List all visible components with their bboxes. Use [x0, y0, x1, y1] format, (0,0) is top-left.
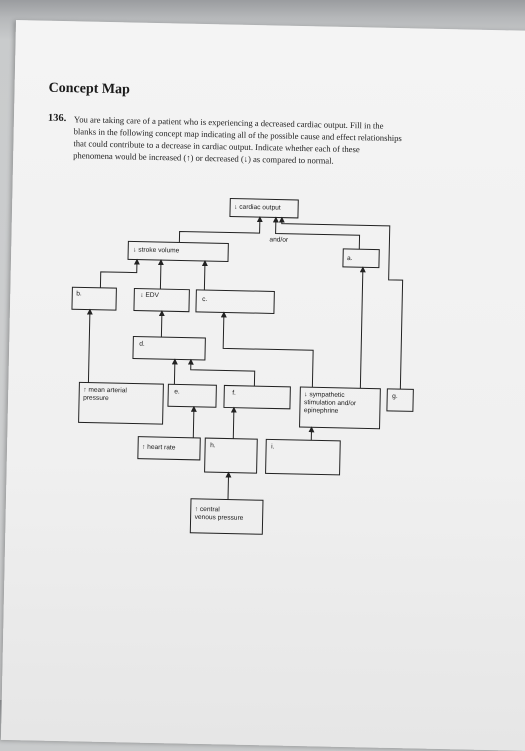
connector-f-d: [190, 360, 255, 386]
blank-h-answer-field[interactable]: [205, 438, 258, 473]
worksheet-page: Concept Map 136. You are taking care of …: [1, 20, 525, 751]
blank-f-answer-field[interactable]: [224, 385, 290, 408]
connector-c-sv: [204, 261, 205, 290]
connector-e-d: [174, 359, 175, 384]
heart-rate-label: ↑ heart rate: [142, 444, 176, 453]
blank-b-answer-field[interactable]: [72, 287, 116, 310]
blank-a-answer-field[interactable]: [343, 249, 379, 268]
connector-map-b: [88, 310, 90, 383]
connector-h-f: [233, 408, 234, 439]
connector-sv-co: [179, 215, 260, 244]
stroke-volume-label: ↓ stroke volume: [133, 247, 179, 256]
connector-symp-a: [360, 267, 363, 388]
connector-cvp-h: [228, 473, 229, 500]
connector-d-edv: [161, 311, 162, 337]
edv-label: ↓ EDV: [140, 292, 159, 300]
connector-b-sv: [100, 259, 137, 289]
connector-g-co: [278, 218, 404, 390]
cardiac-output-label: ↓ cardiac output: [234, 204, 281, 213]
map-label-line-2: pressure: [83, 394, 109, 403]
sympathetic-label-line-3: epinephrine: [304, 407, 339, 416]
blank-d-answer-field[interactable]: [133, 337, 205, 361]
blank-c-answer-field[interactable]: [196, 290, 274, 314]
cvp-label-line-2: venous pressure: [195, 514, 244, 523]
connector-edv-sv: [160, 260, 161, 289]
connector-hr-e: [193, 407, 194, 438]
blank-g-answer-field[interactable]: [387, 389, 413, 412]
blank-i-answer-field[interactable]: [266, 439, 341, 475]
and-or-label: and/or: [269, 236, 288, 244]
blank-e-answer-field[interactable]: [168, 384, 216, 407]
connector-symp-c: [222, 312, 314, 387]
